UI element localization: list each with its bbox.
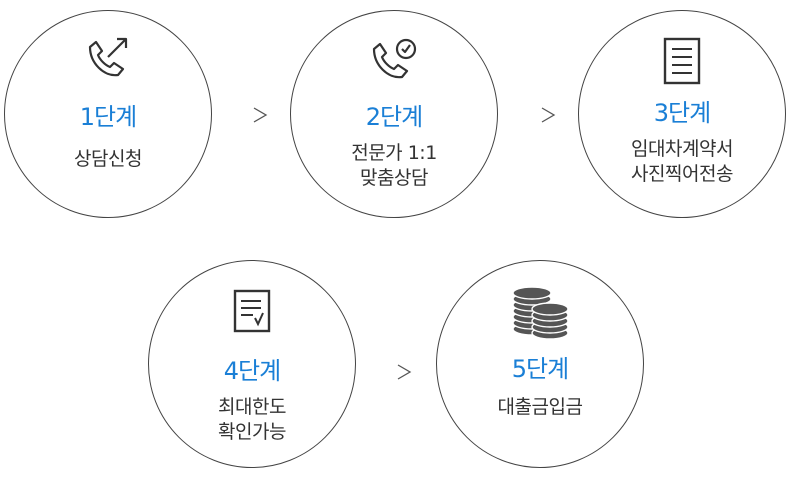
- step-3: 3단계 임대차계약서 사진찍어전송: [578, 10, 786, 218]
- step-5: 5단계 대출금입금: [436, 260, 644, 468]
- step-label: 1단계: [79, 103, 137, 131]
- step-description: 상담신청: [74, 148, 142, 170]
- coins-icon: [512, 286, 569, 340]
- step-2: 2단계 전문가 1:1 맞춤상담: [290, 10, 498, 218]
- step-label: 3단계: [653, 99, 711, 127]
- step-description: 전문가 1:1 맞춤상담: [351, 142, 437, 189]
- step-description: 최대한도 확인가능: [218, 396, 286, 443]
- chevron-right-icon: [541, 107, 556, 123]
- step-description: 임대차계약서 사진찍어전송: [631, 138, 733, 185]
- phone-outgoing-icon: [88, 37, 128, 77]
- phone-check-icon: [372, 38, 417, 79]
- step-description: 대출금입금: [497, 396, 583, 418]
- step-label: 4단계: [223, 357, 281, 385]
- chevron-right-icon: [253, 107, 268, 123]
- step-label: 5단계: [511, 355, 569, 383]
- step-label: 2단계: [365, 103, 423, 131]
- step-1: 1단계 상담신청: [4, 10, 212, 218]
- document-icon: [663, 37, 701, 85]
- chevron-right-icon: [397, 364, 412, 380]
- checklist-icon: [233, 289, 271, 333]
- step-4: 4단계 최대한도 확인가능: [148, 260, 356, 468]
